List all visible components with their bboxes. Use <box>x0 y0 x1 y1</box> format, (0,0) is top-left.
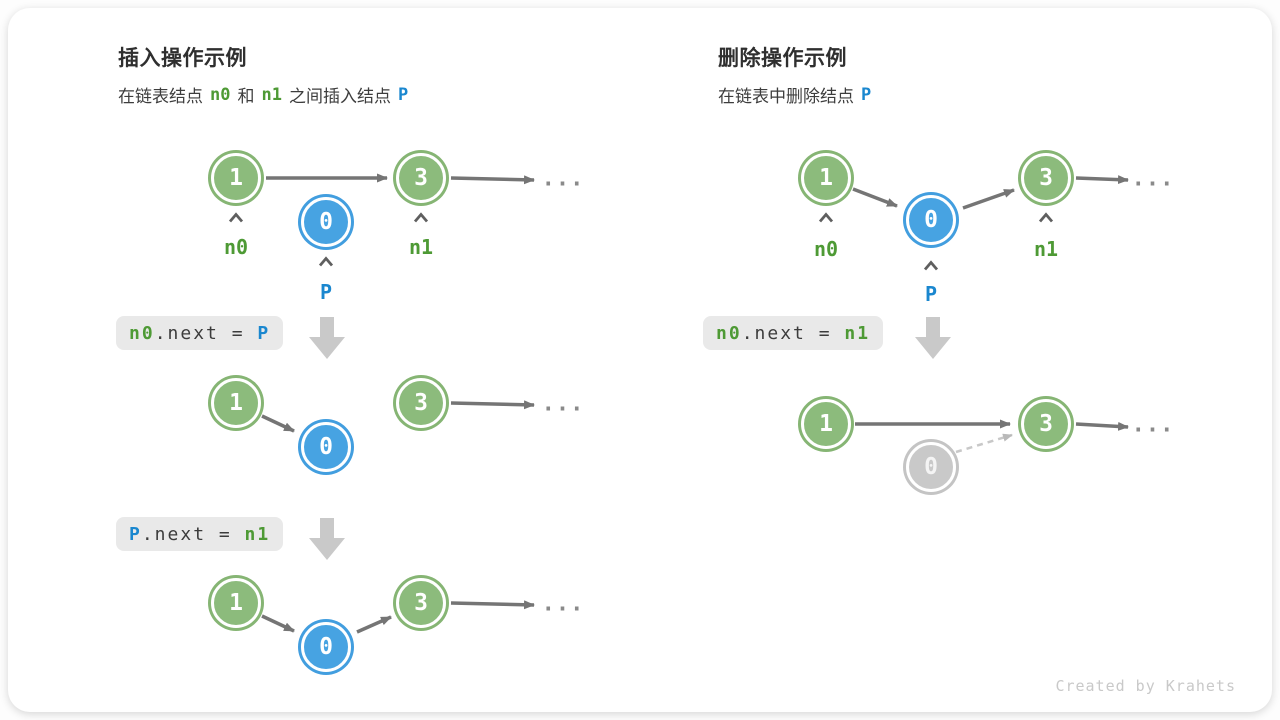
delete-section-title: 删除操作示例 <box>718 47 847 70</box>
pointer-label-n1: n1 <box>1033 237 1059 261</box>
code-box-p-next-n1: P.next = n1 <box>116 517 284 551</box>
node-p: 0 <box>301 422 351 472</box>
down-arrow-icon <box>309 317 345 359</box>
arrow-line <box>450 600 535 610</box>
arrow-line <box>1075 175 1129 185</box>
arrow-line <box>852 187 898 208</box>
node-3: 3 <box>396 378 446 428</box>
node-1: 1 <box>211 578 261 628</box>
node-p: 0 <box>906 195 956 245</box>
token-p: P <box>397 84 409 105</box>
ellipsis: ... <box>1131 412 1175 438</box>
code-box-n0-next-p: n0.next = P <box>116 316 284 350</box>
code-token: n1 <box>244 523 271 545</box>
caret-up-icon <box>818 211 834 223</box>
arrow-line <box>450 175 535 185</box>
pointer-label-n0: n0 <box>223 235 249 259</box>
down-arrow-icon <box>915 317 951 359</box>
code-token: n0 <box>129 322 155 344</box>
code-token: n0 <box>716 322 742 344</box>
delete-section-subtitle: 在链表中删除结点 P <box>718 82 878 107</box>
arrow-line <box>261 614 295 633</box>
caret-up-icon <box>413 211 429 223</box>
arrow-line <box>450 400 535 410</box>
caret-up-icon <box>923 259 939 271</box>
node-1: 1 <box>211 153 261 203</box>
code-token: P <box>257 322 271 344</box>
pointer-label-p: P <box>924 282 938 306</box>
subtitle-text: 之间插入结点 <box>288 87 391 106</box>
subtitle-text: 在链表结点 <box>118 87 203 106</box>
token-n1: n1 <box>261 84 282 105</box>
caret-up-icon <box>228 211 244 223</box>
insert-section-title: 插入操作示例 <box>118 47 247 70</box>
arrow-line <box>962 188 1015 210</box>
footer-credit: Created by Krahets <box>1055 677 1236 695</box>
token-n0: n0 <box>210 84 231 105</box>
ellipsis: ... <box>541 391 585 417</box>
subtitle-text: 在链表中删除结点 <box>718 87 854 106</box>
node-1: 1 <box>211 378 261 428</box>
dashed-arrow-line <box>955 433 1013 454</box>
code-token: .next = <box>154 322 258 344</box>
arrow-line <box>356 615 392 634</box>
pointer-label-n0: n0 <box>813 237 839 261</box>
node-3: 3 <box>396 153 446 203</box>
code-token: .next = <box>741 322 845 344</box>
insert-section-subtitle: 在链表结点 n0 和 n1 之间插入结点 P <box>118 82 415 107</box>
node-3: 3 <box>396 578 446 628</box>
node-3: 3 <box>1021 153 1071 203</box>
pointer-label-p: P <box>319 280 333 304</box>
arrow-line <box>1075 421 1129 431</box>
node-1: 1 <box>801 153 851 203</box>
node-p: 0 <box>301 622 351 672</box>
ellipsis: ... <box>541 166 585 192</box>
node-p-removed: 0 <box>906 442 956 492</box>
down-arrow-icon <box>309 518 345 560</box>
code-box-n0-next-n1: n0.next = n1 <box>703 316 884 350</box>
caret-up-icon <box>318 255 334 267</box>
code-token: n1 <box>844 322 871 344</box>
caret-up-icon <box>1038 211 1054 223</box>
code-token: .next = <box>141 523 245 545</box>
arrow-line <box>261 414 295 433</box>
node-1: 1 <box>801 399 851 449</box>
ellipsis: ... <box>541 591 585 617</box>
ellipsis: ... <box>1131 166 1175 192</box>
subtitle-text: 和 <box>237 87 255 106</box>
token-p: P <box>861 84 872 105</box>
pointer-label-n1: n1 <box>408 235 434 259</box>
node-3: 3 <box>1021 399 1071 449</box>
code-token: P <box>129 523 142 545</box>
node-p: 0 <box>301 197 351 247</box>
